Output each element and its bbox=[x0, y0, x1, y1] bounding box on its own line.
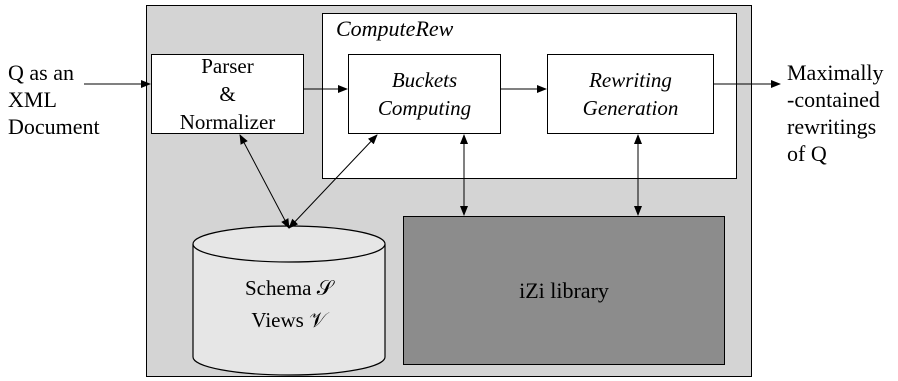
parser-database-arrow bbox=[239, 134, 290, 229]
izi-library-label: iZi library bbox=[519, 277, 609, 303]
parser-normalizer-box: Parser & Normalizer bbox=[151, 54, 304, 134]
rewriting-line-2: Generation bbox=[582, 96, 679, 120]
izi-library-box: iZi library bbox=[403, 216, 725, 365]
database-line-2: Views 𝒱 bbox=[251, 308, 327, 332]
output-line-3: rewritings bbox=[787, 114, 877, 139]
buckets-line-1: Buckets bbox=[391, 68, 458, 92]
output-line-2: -contained bbox=[787, 87, 880, 112]
database-label: Schema 𝒮 Views 𝒱 bbox=[193, 272, 385, 336]
rewriting-line-1: Rewriting bbox=[589, 68, 672, 92]
parser-line-1: Parser bbox=[201, 54, 254, 78]
input-line-2: XML bbox=[8, 87, 57, 112]
computerew-title: ComputeRew bbox=[336, 16, 454, 41]
parser-line-3: Normalizer bbox=[179, 110, 276, 134]
input-line-1: Q as an bbox=[8, 60, 74, 85]
output-line-4: of Q bbox=[787, 141, 827, 166]
parser-line-2: & bbox=[219, 82, 236, 106]
buckets-computing-box: Buckets Computing bbox=[348, 54, 501, 134]
buckets-line-2: Computing bbox=[377, 96, 472, 120]
output-label: Maximally -contained rewritings of Q bbox=[787, 59, 884, 167]
input-line-3: Document bbox=[8, 114, 100, 139]
output-line-1: Maximally bbox=[787, 60, 884, 85]
input-label: Q as an XML Document bbox=[8, 59, 100, 140]
database-cylinder-icon bbox=[192, 225, 386, 376]
database-line-1: Schema 𝒮 bbox=[245, 276, 333, 300]
rewriting-generation-box: Rewriting Generation bbox=[547, 54, 714, 134]
buckets-database-arrow bbox=[288, 134, 378, 229]
